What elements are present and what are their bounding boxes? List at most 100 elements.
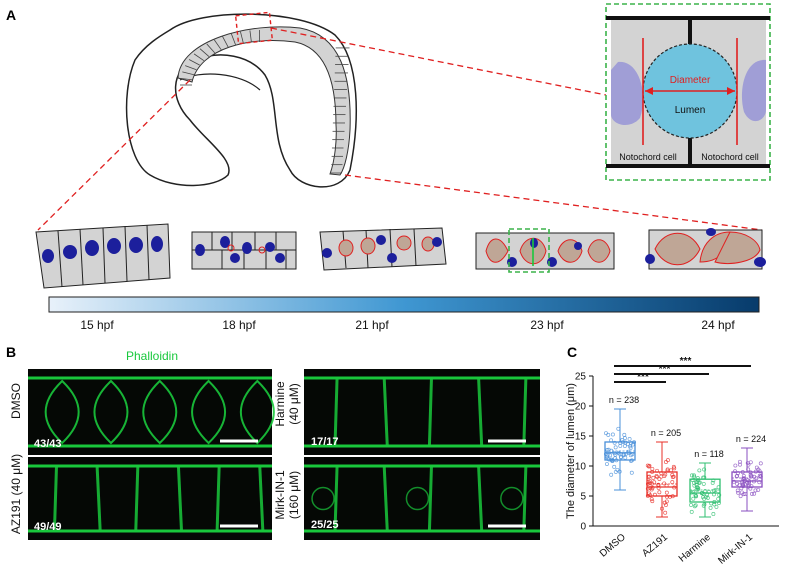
az191-condition-label: AZ191 (40 μM): [9, 454, 23, 534]
data-point: [665, 467, 670, 472]
data-point: [604, 462, 609, 466]
significance-stars: ***: [637, 372, 649, 383]
micrograph-panel: [304, 369, 540, 455]
data-point: [741, 492, 746, 497]
data-point: [702, 467, 707, 472]
data-point: [645, 463, 650, 468]
data-point: [646, 464, 651, 469]
notochord-segment-line: [222, 36, 229, 48]
mirk-condition-label-1: Mirk-IN-1: [273, 470, 287, 520]
data-point: [612, 440, 617, 445]
micrograph-panel: [304, 457, 540, 540]
data-point: [620, 438, 625, 442]
notochord-segment-line: [185, 65, 197, 71]
n-label: n = 118: [694, 449, 724, 459]
box-iqr: [689, 478, 721, 503]
mirk-count: 25/25: [311, 519, 339, 531]
data-point: [710, 480, 715, 485]
stage-24hpf-diagram: [645, 228, 766, 270]
stage-21hpf-diagram: [319, 227, 447, 271]
y-tick-label: 25: [575, 372, 587, 383]
data-point: [651, 475, 656, 480]
notochord-segment-line: [206, 43, 216, 54]
y-tick-label: 20: [575, 402, 587, 413]
data-point: [692, 474, 697, 479]
data-point: [664, 494, 669, 499]
data-point: [745, 461, 750, 465]
timeline-label: 15 hpf: [80, 318, 114, 332]
harmine-condition-label-1: Harmine: [273, 381, 287, 427]
data-point: [714, 504, 719, 509]
data-point: [749, 484, 754, 489]
phalloidin-label: Phalloidin: [126, 349, 178, 363]
data-point: [648, 493, 653, 498]
significance-stars: ***: [659, 364, 671, 375]
lumen-label: Lumen: [675, 105, 706, 116]
notochord-segments: [180, 29, 350, 174]
box-iqr: [731, 471, 763, 488]
lumen-inset: Diameter Lumen Notochord cell Notochord …: [605, 3, 771, 181]
data-point: [752, 491, 757, 496]
stage-15hpf-diagram: [35, 223, 171, 289]
az191-count: 49/49: [34, 521, 62, 533]
data-point: [647, 463, 652, 468]
data-point: [753, 488, 758, 493]
zoom-line-3: [344, 174, 763, 231]
data-point: [697, 481, 702, 486]
zoom-line-2: [37, 79, 191, 231]
data-point: [656, 485, 661, 490]
data-point: [626, 442, 630, 447]
data-point: [692, 483, 697, 488]
notochord-strip: [177, 26, 351, 176]
data-point: [733, 469, 737, 474]
data-point: [613, 445, 618, 450]
data-point: [689, 509, 694, 514]
dmso-condition-label: DMSO: [9, 383, 23, 419]
notochord-segment-line: [213, 39, 222, 50]
data-point: [616, 426, 621, 431]
data-point: [716, 496, 721, 501]
data-point: [612, 464, 617, 469]
data-point: [662, 500, 667, 505]
data-point: [618, 443, 623, 448]
timeline-bar: [48, 296, 760, 313]
data-point: [654, 473, 659, 478]
micrograph-panel: [28, 369, 275, 455]
data-point: [670, 472, 675, 477]
micrographs: [28, 369, 540, 540]
notochord-segment-line: [199, 48, 210, 57]
data-point: [649, 497, 654, 502]
data-point: [694, 482, 699, 487]
data-point: [662, 481, 667, 486]
box-mirk-in-1: n = 224: [731, 434, 766, 512]
data-point: [697, 468, 702, 473]
data-point: [664, 490, 669, 495]
data-point: [738, 462, 742, 467]
significance-stars: ***: [680, 356, 692, 367]
data-point: [629, 470, 634, 475]
data-point: [659, 474, 664, 479]
box-dmso: n = 238: [603, 395, 639, 491]
stage-18hpf-diagram: [191, 231, 297, 270]
notochord-cell-left-label: Notochord cell: [619, 152, 677, 162]
y-axis-label: The diameter of lumen (μm): [565, 383, 577, 519]
notochord-segment-line: [182, 71, 195, 76]
y-tick-label: 10: [575, 462, 587, 473]
data-point: [712, 488, 716, 493]
data-point: [754, 465, 759, 470]
data-point: [670, 475, 675, 479]
data-point: [736, 490, 741, 495]
harmine-condition-label-2: (40 μM): [287, 383, 301, 425]
data-point: [733, 463, 738, 468]
data-point: [748, 460, 753, 465]
x-tick-label: Harmine: [677, 532, 713, 565]
data-point: [742, 475, 746, 480]
timeline-label: 18 hpf: [222, 318, 256, 332]
data-point: [701, 481, 706, 486]
data-point: [750, 491, 754, 496]
notochord-segment-line: [230, 33, 236, 46]
data-point: [756, 487, 761, 492]
